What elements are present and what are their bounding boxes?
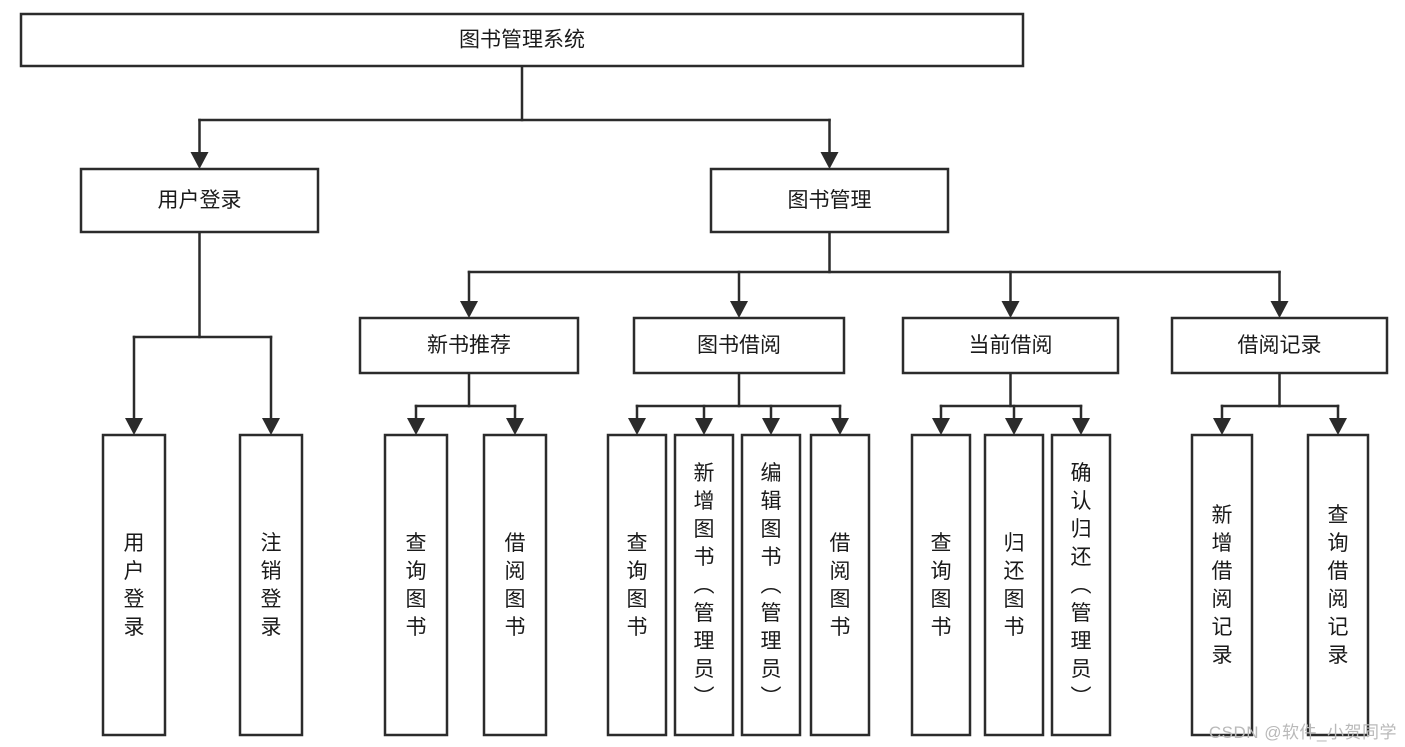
node-label-root: 图书管理系统 (459, 29, 585, 52)
node-leaf-query-book-3[interactable]: 查询图书 (910, 433, 972, 737)
node-box-user-login (79, 167, 320, 234)
arrow-head-icon (820, 152, 839, 169)
arrow-head-icon (506, 418, 524, 435)
node-user-login[interactable]: 用户登录 (79, 167, 320, 234)
node-leaf-return-book[interactable]: 归还图书 (983, 433, 1045, 737)
node-current-borrow[interactable]: 当前借阅 (901, 316, 1120, 375)
node-label-current-borrow: 当前借阅 (969, 334, 1053, 357)
arrow-head-icon (1001, 301, 1020, 318)
node-label-leaf-confirm-return: 确认归还︵管理员︶ (1071, 462, 1092, 709)
node-leaf-logout[interactable]: 注销登录 (238, 433, 304, 737)
node-label-leaf-query-book-3: 查询图书 (931, 532, 952, 639)
node-leaf-query-book-1[interactable]: 查询图书 (383, 433, 449, 737)
node-label-leaf-return-book: 归还图书 (1004, 532, 1025, 639)
node-leaf-add-book[interactable]: 新增图书︵管理员︶ (673, 433, 735, 737)
node-leaf-borrow-book-2[interactable]: 借阅图书 (809, 433, 871, 737)
arrow-head-icon (932, 418, 950, 435)
node-box-new-book-recommend (358, 316, 580, 375)
nodes-layer: 图书管理系统用户登录图书管理新书推荐图书借阅当前借阅借阅记录用户登录注销登录查询… (19, 12, 1389, 737)
node-box-leaf-add-borrow-record (1190, 433, 1254, 737)
node-box-root (19, 12, 1025, 68)
node-box-current-borrow (901, 316, 1120, 375)
arrow-head-icon (1213, 418, 1231, 435)
node-label-leaf-user-login: 用户登录 (124, 532, 145, 639)
node-label-leaf-edit-book: 编辑图书︵管理员︶ (761, 462, 782, 709)
node-label-leaf-borrow-book-1: 借阅图书 (505, 532, 526, 639)
node-box-leaf-return-book (983, 433, 1045, 737)
node-label-leaf-query-book-1: 查询图书 (406, 532, 427, 639)
node-book-management[interactable]: 图书管理 (709, 167, 950, 234)
node-box-leaf-confirm-return (1050, 433, 1112, 737)
node-box-leaf-borrow-book-1 (482, 433, 548, 737)
node-box-leaf-add-book (673, 433, 735, 737)
node-leaf-confirm-return[interactable]: 确认归还︵管理员︶ (1050, 433, 1112, 737)
node-label-new-book-recommend: 新书推荐 (427, 334, 511, 357)
arrow-head-icon (762, 418, 780, 435)
arrow-head-icon (262, 418, 280, 435)
node-leaf-query-borrow-record[interactable]: 查询借阅记录 (1306, 433, 1370, 737)
node-box-book-borrow (632, 316, 846, 375)
arrow-head-icon (407, 418, 425, 435)
arrow-head-icon (1329, 418, 1347, 435)
arrow-head-icon (1005, 418, 1023, 435)
node-label-leaf-logout: 注销登录 (261, 532, 282, 639)
arrow-head-icon (1072, 418, 1090, 435)
arrow-head-icon (125, 418, 143, 435)
node-leaf-edit-book[interactable]: 编辑图书︵管理员︶ (740, 433, 802, 737)
node-box-leaf-borrow-book-2 (809, 433, 871, 737)
node-box-book-management (709, 167, 950, 234)
node-label-leaf-borrow-book-2: 借阅图书 (830, 532, 851, 639)
node-leaf-query-book-2[interactable]: 查询图书 (606, 433, 668, 737)
node-label-leaf-query-book-2: 查询图书 (627, 532, 648, 639)
arrow-head-icon (460, 301, 478, 318)
arrow-head-icon (730, 301, 748, 318)
arrow-head-icon (1270, 301, 1289, 318)
node-leaf-add-borrow-record[interactable]: 新增借阅记录 (1190, 433, 1254, 737)
connectors-layer (125, 64, 1347, 435)
node-label-leaf-query-borrow-record: 查询借阅记录 (1328, 504, 1349, 667)
node-box-leaf-query-book-3 (910, 433, 972, 737)
node-label-book-borrow: 图书借阅 (697, 334, 781, 357)
node-borrow-record[interactable]: 借阅记录 (1170, 316, 1389, 375)
node-box-borrow-record (1170, 316, 1389, 375)
node-box-leaf-logout (238, 433, 304, 737)
node-label-borrow-record: 借阅记录 (1238, 334, 1322, 357)
node-new-book-recommend[interactable]: 新书推荐 (358, 316, 580, 375)
node-box-leaf-query-borrow-record (1306, 433, 1370, 737)
arrow-head-icon (190, 152, 209, 169)
node-leaf-borrow-book-1[interactable]: 借阅图书 (482, 433, 548, 737)
arrow-head-icon (695, 418, 713, 435)
node-label-leaf-add-borrow-record: 新增借阅记录 (1212, 504, 1233, 667)
arrow-head-icon (831, 418, 849, 435)
node-root[interactable]: 图书管理系统 (19, 12, 1025, 68)
node-label-user-login: 用户登录 (158, 189, 242, 212)
node-leaf-user-login[interactable]: 用户登录 (101, 433, 167, 737)
node-box-leaf-user-login (101, 433, 167, 737)
node-box-leaf-query-book-2 (606, 433, 668, 737)
node-box-leaf-query-book-1 (383, 433, 449, 737)
node-book-borrow[interactable]: 图书借阅 (632, 316, 846, 375)
csdn-watermark: CSDN @软件_小贺同学 (1208, 723, 1397, 742)
node-label-leaf-add-book: 新增图书︵管理员︶ (694, 462, 715, 709)
node-label-book-management: 图书管理 (788, 189, 872, 212)
arrow-head-icon (628, 418, 646, 435)
node-box-leaf-edit-book (740, 433, 802, 737)
